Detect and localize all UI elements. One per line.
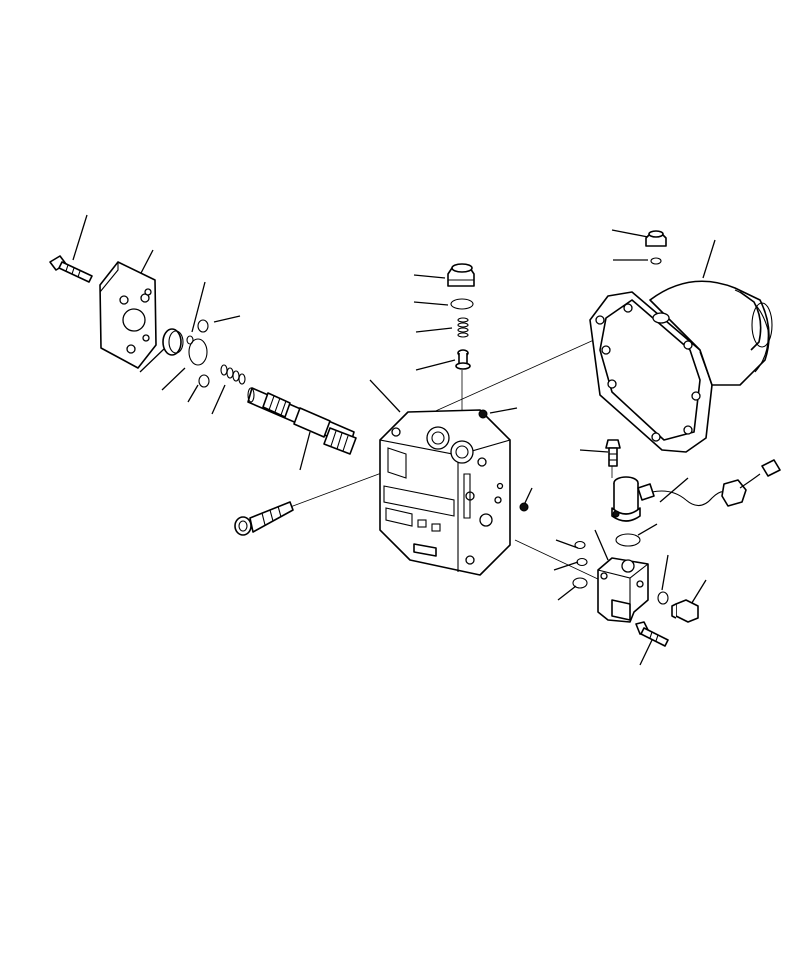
left-bolt xyxy=(49,255,93,283)
top-plug xyxy=(645,230,667,247)
sensor-block xyxy=(572,540,669,623)
valve-body xyxy=(379,409,511,576)
ball xyxy=(478,409,488,419)
leader-lines xyxy=(72,214,716,666)
collar xyxy=(162,328,184,356)
spool-shaft xyxy=(247,387,357,455)
housing xyxy=(589,280,773,453)
plug-o-ring xyxy=(450,298,474,310)
o-ring xyxy=(186,319,210,388)
end-cover xyxy=(99,261,157,369)
bolt-vertical xyxy=(605,439,621,467)
ball-small xyxy=(519,502,529,512)
spring-set xyxy=(220,364,246,385)
block-bolt xyxy=(635,621,669,647)
connector xyxy=(651,459,781,507)
solenoid xyxy=(611,476,655,547)
side-plug xyxy=(671,599,699,623)
plug xyxy=(447,263,475,287)
small-spring xyxy=(457,317,469,338)
long-bolt xyxy=(234,501,294,536)
top-o-ring xyxy=(650,257,662,265)
pin xyxy=(455,349,471,370)
